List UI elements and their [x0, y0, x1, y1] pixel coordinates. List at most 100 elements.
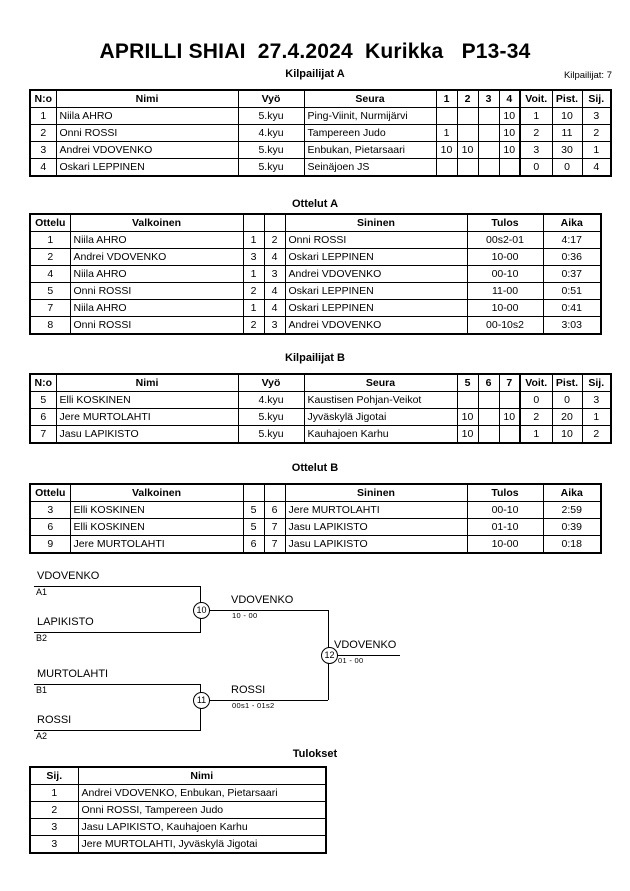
title-category: P13-34: [461, 40, 531, 63]
cell-match: 8: [29, 316, 71, 335]
cell-m2: [456, 124, 479, 142]
table-row: 1 Niila AHRO 1 2 Onni ROSSI 00s2-01 4:17: [29, 231, 602, 249]
cell-wnum: 2: [242, 316, 265, 335]
col-belt: Vyö: [237, 373, 305, 392]
cell-name: Onni ROSSI: [55, 124, 239, 142]
cell-m2: [456, 158, 479, 177]
col-m3: 3: [477, 89, 500, 108]
cell-bnum: 4: [263, 248, 286, 266]
cell-wnum: 1: [242, 265, 265, 283]
bracket-entry-name: MURTOLAHTI: [37, 668, 109, 680]
caption-pool-b: Kilpailijat B: [285, 352, 345, 364]
results-table: Sij. Nimi 1 Andrei VDOVENKO, Enbukan, Pi…: [29, 766, 327, 854]
cell-points: 10: [551, 107, 583, 125]
bracket-entry-seed: A2: [36, 731, 48, 741]
cell-time: 3:03: [542, 316, 602, 335]
table-row: 2 Andrei VDOVENKO 3 4 Oskari LEPPINEN 10…: [29, 248, 602, 266]
table-row: 2 Onni ROSSI 4.kyu Tampereen Judo 1 10 2…: [29, 124, 612, 142]
cell-m1: 10: [456, 408, 479, 426]
title-date: 27.4.2024: [257, 40, 353, 63]
cell-blue: Onni ROSSI: [284, 231, 468, 249]
cell-m3: [498, 391, 521, 409]
col-m1: 5: [456, 373, 479, 392]
cell-rank: 2: [581, 425, 612, 444]
cell-name: Andrei VDOVENKO, Enbukan, Pietarsaari: [77, 784, 327, 802]
cell-wins: 2: [519, 124, 553, 142]
title-event: APRILLI SHIAI: [99, 40, 246, 63]
pool-b-table: N:o Nimi Vyö Seura 5 6 7 Voit. Pist. Sij…: [29, 373, 612, 444]
title-place: Kurikka: [365, 40, 444, 63]
cell-bnum: 2: [263, 231, 286, 249]
cell-bnum: 7: [263, 535, 286, 554]
table-row: 1 Niila AHRO 5.kyu Ping-Viinit, Nurmijär…: [29, 107, 612, 125]
col-match: Ottelu: [29, 483, 71, 502]
table-row: 8 Onni ROSSI 2 3 Andrei VDOVENKO 00-10s2…: [29, 316, 602, 335]
caption-matches-b: Ottelut B: [291, 462, 339, 474]
cell-wins: 2: [519, 408, 553, 426]
cell-white: Onni ROSSI: [69, 316, 244, 335]
col-m2: 2: [456, 89, 479, 108]
caption-pool-a: Kilpailijat A: [285, 68, 345, 80]
cell-name: Niila AHRO: [55, 107, 239, 125]
col-points: Pist.: [551, 373, 583, 392]
bracket-entry-seed: B1: [36, 685, 48, 695]
cell-time: 0:37: [542, 265, 602, 283]
cell-m2: [456, 107, 479, 125]
col-wins: Voit.: [519, 373, 553, 392]
cell-belt: 5.kyu: [237, 141, 305, 159]
cell-result: 01-10: [466, 518, 544, 536]
cell-m4: 10: [498, 141, 521, 159]
table-header-row: Sij. Nimi: [29, 766, 327, 785]
col-no: N:o: [29, 89, 57, 108]
cell-m1: [435, 107, 458, 125]
bracket-champion-name: VDOVENKO: [334, 639, 397, 651]
page-title: APRILLI SHIAI 27.4.2024 Kurikka P13-34: [0, 40, 630, 64]
col-match: Ottelu: [29, 213, 71, 232]
cell-belt: 4.kyu: [237, 391, 305, 409]
table-row: 3 Jasu LAPIKISTO, Kauhajoen Karhu: [29, 818, 327, 836]
bracket-line: [34, 730, 200, 731]
cell-bnum: 3: [263, 316, 286, 335]
bracket-match-score: 10 - 00: [232, 611, 258, 620]
cell-white: Andrei VDOVENKO: [69, 248, 244, 266]
bracket-line: [34, 586, 200, 587]
table-header-row: Ottelu Valkoinen Sininen Tulos Aika: [29, 483, 602, 502]
cell-match: 1: [29, 231, 71, 249]
cell-white: Onni ROSSI: [69, 282, 244, 300]
cell-result: 00-10s2: [466, 316, 544, 335]
cell-result: 00s2-01: [466, 231, 544, 249]
cell-m3: [477, 107, 500, 125]
cell-no: 2: [29, 124, 57, 142]
cell-result: 10-00: [466, 299, 544, 317]
col-name: Nimi: [55, 89, 239, 108]
col-result: Tulos: [466, 213, 544, 232]
cell-m3: 10: [498, 408, 521, 426]
cell-wnum: 5: [242, 518, 265, 536]
cell-match: 6: [29, 518, 71, 536]
cell-wins: 3: [519, 141, 553, 159]
cell-name: Elli KOSKINEN: [55, 391, 239, 409]
cell-white: Niila AHRO: [69, 231, 244, 249]
col-no: N:o: [29, 373, 57, 392]
col-rank: Sij.: [581, 89, 612, 108]
col-m4: 4: [498, 89, 521, 108]
col-m1: 1: [435, 89, 458, 108]
cell-points: 0: [551, 391, 583, 409]
cell-wnum: 5: [242, 501, 265, 519]
cell-match: 5: [29, 282, 71, 300]
table-row: 6 Elli KOSKINEN 5 7 Jasu LAPIKISTO 01-10…: [29, 518, 602, 536]
cell-name: Andrei VDOVENKO: [55, 141, 239, 159]
cell-no: 1: [29, 107, 57, 125]
cell-points: 11: [551, 124, 583, 142]
col-name: Nimi: [55, 373, 239, 392]
cell-m2: [477, 408, 500, 426]
cell-rank: 3: [581, 107, 612, 125]
pool-a-table: N:o Nimi Vyö Seura 1 2 3 4 Voit. Pist. S…: [29, 89, 612, 177]
cell-points: 30: [551, 141, 583, 159]
cell-rank: 3: [29, 835, 79, 854]
col-blue: Sininen: [284, 213, 468, 232]
cell-points: 0: [551, 158, 583, 177]
cell-m2: [477, 425, 500, 444]
cell-blue: Andrei VDOVENKO: [284, 265, 468, 283]
col-time: Aika: [542, 213, 602, 232]
